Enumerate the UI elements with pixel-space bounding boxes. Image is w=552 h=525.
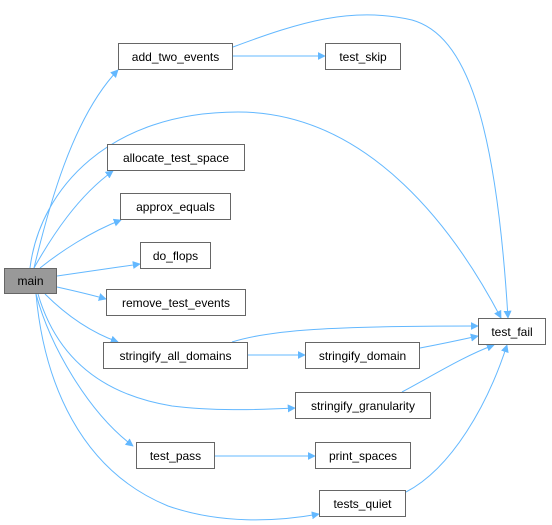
- node-stringify-granularity-label: stringify_granularity: [310, 398, 416, 413]
- node-tests-quiet-label: tests_quiet: [333, 496, 392, 511]
- edge-stringify-domain-to-test-fail: [419, 333, 479, 349]
- node-stringify-domain[interactable]: stringify_domain: [305, 342, 420, 369]
- node-main-label: main: [17, 274, 44, 288]
- edge-stringify-granularity-to-test-fail: [401, 343, 495, 393]
- node-remove-test-events[interactable]: remove_test_events: [106, 289, 246, 316]
- edge-tests-quiet-to-test-fail: [405, 344, 509, 493]
- node-print-spaces-label: print_spaces: [328, 448, 398, 463]
- node-main: main: [4, 268, 57, 294]
- node-do-flops-label: do_flops: [152, 248, 199, 263]
- edge-main-to-tests-quiet: [35, 293, 320, 521]
- edge-main-to-add-two-events: [33, 69, 119, 269]
- edge-main-to-test-pass: [35, 293, 134, 447]
- node-stringify-all-domains[interactable]: stringify_all_domains: [103, 342, 248, 369]
- node-remove-test-events-label: remove_test_events: [121, 295, 231, 310]
- edge-main-to-stringify-granularity: [37, 293, 296, 413]
- node-print-spaces[interactable]: print_spaces: [315, 442, 411, 469]
- node-allocate-test-space[interactable]: allocate_test_space: [107, 144, 245, 171]
- edge-main-to-do-flops: [56, 261, 141, 277]
- node-test-fail[interactable]: test_fail: [478, 318, 546, 345]
- node-tests-quiet[interactable]: tests_quiet: [319, 490, 406, 517]
- edges-layer: [29, 14, 512, 521]
- edge-main-to-allocate-test-space: [33, 170, 114, 269]
- node-add-two-events[interactable]: add_two_events: [118, 43, 233, 70]
- edge-main-to-test-fail: [29, 111, 502, 319]
- node-allocate-test-space-label: allocate_test_space: [122, 150, 230, 165]
- node-stringify-all-domains-label: stringify_all_domains: [119, 348, 232, 363]
- edge-main-to-remove-test-events: [56, 286, 107, 301]
- node-stringify-domain-label: stringify_domain: [318, 348, 407, 363]
- edge-add-two-events-to-test-fail: [232, 14, 512, 319]
- node-approx-equals-label: approx_equals: [136, 199, 215, 214]
- node-test-skip[interactable]: test_skip: [325, 43, 401, 70]
- node-test-pass[interactable]: test_pass: [136, 442, 215, 469]
- node-test-fail-label: test_fail: [491, 324, 533, 339]
- node-stringify-granularity[interactable]: stringify_granularity: [295, 392, 431, 419]
- edge-stringify-all-domains-to-test-fail: [231, 322, 479, 343]
- node-do-flops[interactable]: do_flops: [140, 242, 211, 269]
- node-approx-equals[interactable]: approx_equals: [120, 193, 231, 220]
- node-test-skip-label: test_skip: [339, 49, 387, 64]
- node-test-pass-label: test_pass: [149, 448, 202, 463]
- edge-main-to-stringify-all-domains: [44, 293, 119, 344]
- node-add-two-events-label: add_two_events: [131, 49, 220, 64]
- edge-main-to-approx-equals: [39, 218, 122, 269]
